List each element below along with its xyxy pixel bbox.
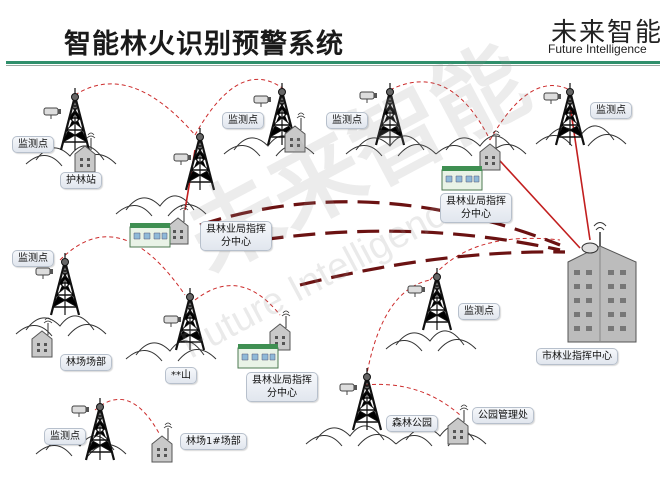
label-ranger-station: 护林站 xyxy=(60,172,102,189)
header-rule xyxy=(6,61,660,64)
label-forest-farm-hq: 林场场部 xyxy=(60,354,112,371)
city-center-building-icon xyxy=(567,222,637,343)
hill-shape xyxy=(385,330,477,352)
label-monitor-point: 监测点 xyxy=(590,102,632,119)
label-monitor-point: 监测点 xyxy=(12,136,54,153)
tower-icon xyxy=(351,366,383,432)
camera-icon xyxy=(339,383,358,396)
camera-icon xyxy=(407,285,426,298)
tower-icon xyxy=(374,81,406,147)
brand-logo-cn: 未来智能 xyxy=(551,18,664,48)
station-house-icon xyxy=(31,317,53,358)
page-title: 智能林火识别预警系统 xyxy=(64,29,344,60)
tower-icon xyxy=(84,396,116,462)
tower-icon xyxy=(49,251,81,317)
station-house-icon xyxy=(167,204,189,245)
label-forest-farm-1: 林场1#场部 xyxy=(180,433,247,450)
label-monitor-point: 监测点 xyxy=(326,112,368,129)
label-park-admin: 公园管理处 xyxy=(472,407,534,424)
camera-icon xyxy=(543,92,562,105)
camera-icon xyxy=(253,95,272,108)
label-monitor-point: 监测点 xyxy=(222,112,264,129)
office-building-icon xyxy=(441,165,483,191)
label-county-center: 县林业局指挥 分中心 xyxy=(200,221,272,251)
label-mountain: **山 xyxy=(165,367,197,384)
camera-icon xyxy=(173,153,192,166)
trunk-links xyxy=(199,200,566,287)
office-building-icon xyxy=(129,222,171,248)
label-county-center: 县林业局指挥 分中心 xyxy=(440,193,512,223)
label-monitor-point: 监测点 xyxy=(44,428,86,445)
label-county-center: 县林业局指挥 分中心 xyxy=(246,372,318,402)
camera-icon xyxy=(35,267,54,280)
hill-shape xyxy=(15,315,107,337)
label-city-command-center: 市林业指挥中心 xyxy=(536,348,618,365)
camera-icon xyxy=(359,91,378,104)
label-forest-park: 森林公园 xyxy=(386,415,438,432)
hill-shape xyxy=(305,425,397,447)
station-house-icon xyxy=(447,404,469,445)
station-house-icon xyxy=(284,112,306,153)
tower-icon xyxy=(421,266,453,332)
hill-shape xyxy=(345,135,437,157)
office-building-icon xyxy=(237,343,279,369)
camera-icon xyxy=(43,107,62,120)
brand-logo-en: Future Intelligence xyxy=(548,42,647,56)
label-monitor-point: 监测点 xyxy=(12,250,54,267)
station-house-icon xyxy=(151,422,173,463)
label-monitor-point: 监测点 xyxy=(458,303,500,320)
tower-icon xyxy=(59,86,91,152)
camera-icon xyxy=(71,405,90,418)
header-rule-thin xyxy=(6,65,660,66)
tower-icon xyxy=(554,81,586,147)
camera-icon xyxy=(163,315,182,328)
hill-shape xyxy=(115,195,207,217)
